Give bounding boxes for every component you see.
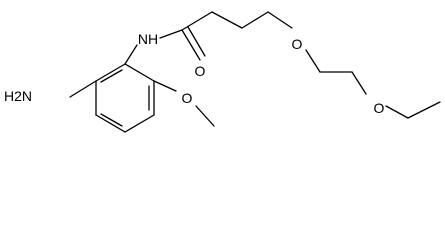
chemical-structure: NH O O O O H2N (4, 11, 441, 133)
bond-chain-3 (241, 11, 269, 29)
ether-o-2-label: O (374, 100, 385, 116)
benzene-ring (95, 63, 155, 133)
ring-double-bond-2 (100, 113, 123, 127)
bond-ring-nh (124, 44, 138, 65)
bond-ring-methoxy-o (153, 80, 177, 92)
bond-o2-ethyl (385, 105, 409, 119)
bond-chain-2 (211, 11, 243, 29)
bond-carbonyl-o-2 (187, 26, 206, 57)
ring-bond-c4-c5 (95, 114, 126, 133)
methoxy-o-label: O (182, 90, 193, 106)
substituent-bonds (69, 11, 441, 127)
bond-methoxy-ch3 (195, 105, 215, 127)
carbonyl-o-label: O (195, 63, 206, 79)
atom-labels: NH O O O O H2N (4, 31, 385, 116)
bond-o1-ch2 (305, 49, 321, 73)
nh-label: NH (138, 31, 158, 47)
bond-chain-4 (267, 11, 293, 29)
bond-ch2-o2 (351, 71, 367, 95)
ring-bond-c3-c4 (124, 114, 155, 133)
bond-ethyl (407, 101, 441, 119)
bond-nh-carbonyl (159, 29, 183, 39)
bond-carbonyl-o-1 (181, 29, 201, 61)
bond-chain-1 (181, 11, 213, 31)
amine-label: H2N (4, 88, 32, 104)
ring-double-bond-3 (100, 69, 123, 83)
ring-bond-c1-c2 (124, 63, 155, 82)
bond-ring-amine (69, 80, 97, 98)
ether-o-1-label: O (292, 36, 303, 52)
ring-bond-c6-c1 (95, 63, 126, 82)
